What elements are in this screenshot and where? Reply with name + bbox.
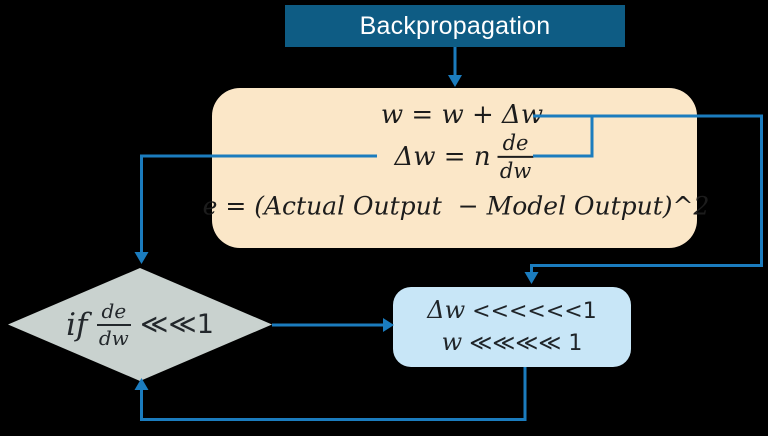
fraction-denominator: dw — [499, 159, 532, 183]
equation-error: e = (Actual Output − Model Output)^2 — [202, 191, 710, 221]
result-line1-variable: Δw — [427, 296, 466, 324]
decision-fraction-numerator: de — [96, 299, 132, 326]
decision-diamond: if de dw ≪≪1 — [8, 268, 272, 381]
result-line2-relation: ≪≪≪≪ 1 — [462, 331, 583, 356]
result-line-2: w ≪≪≪≪ 1 — [442, 327, 583, 359]
connector-equations-to-decision-head-icon — [134, 252, 149, 264]
page-title: Backpropagation — [359, 11, 551, 40]
fraction-numerator: de — [497, 131, 534, 158]
arrow-title-to-equations-head-icon — [448, 75, 462, 87]
fraction-de-dw: de dw — [497, 131, 534, 183]
loop-result-to-decision-line — [140, 367, 527, 421]
decision-condition: ≪≪1 — [140, 309, 214, 340]
equation-delta-w-lhs: Δw = n — [394, 142, 491, 172]
equation-delta-w: Δw = n de dw — [395, 131, 534, 183]
result-box: Δw <<<<<<1 w ≪≪≪≪ 1 — [393, 287, 631, 367]
decision-fraction-denominator: dw — [98, 325, 129, 350]
result-line2-variable: w — [441, 328, 463, 356]
title-box: Backpropagation — [285, 5, 625, 47]
decision-keyword: if — [66, 306, 88, 343]
decision-fraction-de-dw: de dw — [96, 299, 132, 350]
result-line-1: Δw <<<<<<1 — [427, 295, 596, 327]
result-line1-relation: <<<<<<1 — [465, 299, 597, 324]
loop-weight-update-to-result-head-icon — [524, 272, 539, 284]
equation-weight-update: w = w + Δw — [380, 100, 544, 130]
